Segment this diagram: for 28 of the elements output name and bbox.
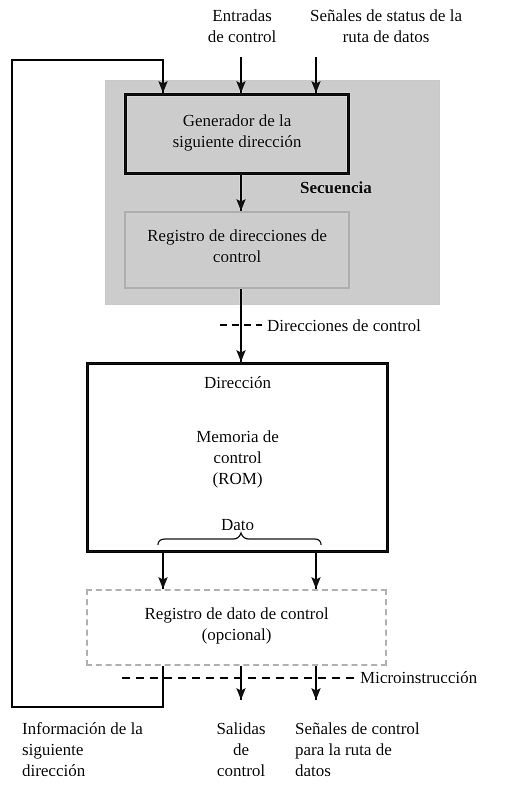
arrow: [311, 666, 321, 700]
box-text: Dato: [220, 514, 256, 535]
output-label: Salidas de control: [210, 718, 272, 784]
input-label: Entradas de control: [203, 5, 281, 49]
register-box: [86, 589, 387, 666]
output-label: Señales de control para la ruta de datos: [295, 718, 428, 784]
box-text: Registro de direcciones de control: [146, 225, 328, 267]
arrow: [236, 666, 246, 700]
register-box: [124, 211, 350, 289]
group-title: Secuencia: [300, 177, 373, 198]
arrow: [236, 175, 246, 211]
arrow: [311, 553, 321, 589]
arrow: [311, 57, 321, 93]
arrow: [236, 57, 246, 93]
arrow: [236, 289, 246, 362]
loop-label: Información de la siguiente dirección: [22, 718, 144, 781]
box-text: Registro de dato de control (opcional): [143, 603, 330, 645]
box-text: Dirección: [202, 372, 272, 393]
process-box: [124, 93, 350, 175]
arrow: [158, 553, 168, 589]
sequence-panel: [105, 80, 440, 305]
box-text: Memoria de control (ROM): [195, 426, 280, 489]
signal-label: Microinstrucción: [360, 667, 478, 688]
arrow: [11, 59, 168, 708]
signal-label: Direcciones de control: [267, 315, 421, 336]
memory-box: [86, 362, 389, 553]
input-label: Señales de status de la ruta de datos: [302, 5, 470, 49]
box-text: Generador de la siguiente dirección: [172, 110, 302, 152]
